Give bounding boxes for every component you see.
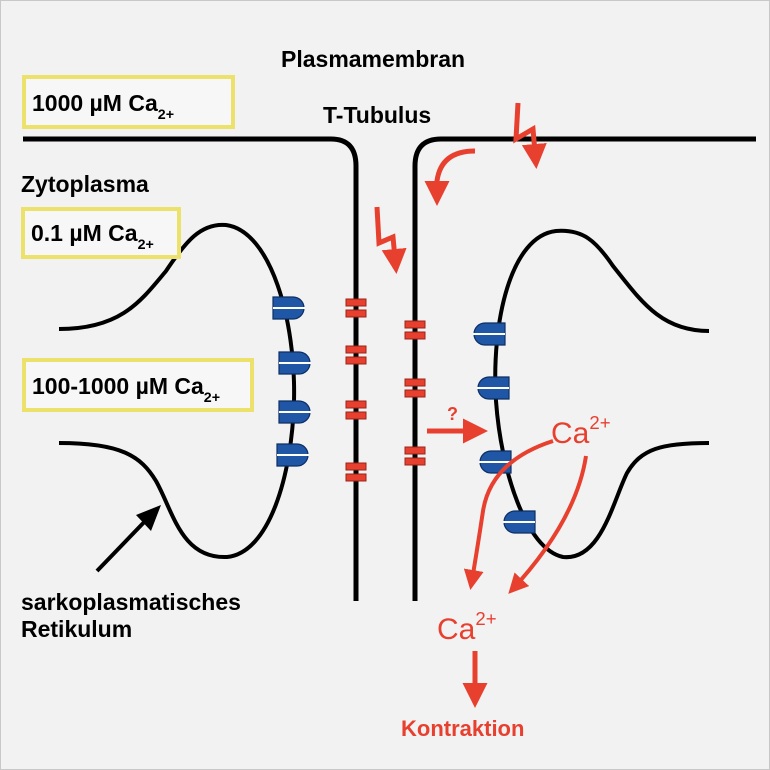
ion-charge: 2+ bbox=[589, 412, 611, 434]
box-value: 0.1 µM Ca bbox=[31, 220, 138, 246]
plasma-membrane-label: Plasmamembran bbox=[281, 46, 466, 72]
plasma-membrane-right bbox=[412, 136, 756, 601]
ion-symbol: Ca bbox=[551, 417, 590, 450]
dhp-receptor bbox=[404, 331, 426, 340]
ryanodine-receptor bbox=[272, 296, 305, 320]
dhp-receptor bbox=[345, 309, 367, 318]
dhp-receptor bbox=[345, 345, 367, 354]
dhp-receptor bbox=[404, 389, 426, 398]
dhp-receptor bbox=[345, 298, 367, 307]
dhp-receptor bbox=[345, 411, 367, 420]
ryanodine-receptor bbox=[278, 351, 311, 375]
box-value: 1000 µM Ca bbox=[32, 90, 158, 116]
sr-pointer-arrow bbox=[95, 513, 153, 573]
dhp-receptor bbox=[404, 320, 426, 329]
dhp-receptor bbox=[345, 356, 367, 365]
sr-membrane-right bbox=[493, 228, 710, 560]
ca-release-arrow-2 bbox=[508, 455, 588, 594]
action-potential-bolt-tubule bbox=[374, 206, 407, 274]
ion-charge: 2+ bbox=[475, 608, 497, 630]
ryanodine-receptor bbox=[503, 510, 536, 534]
cytoplasm-label: Zytoplasma bbox=[21, 171, 149, 197]
ryanodine-receptor bbox=[479, 450, 512, 474]
ryanodine-receptor bbox=[473, 322, 506, 346]
dhp-receptor bbox=[404, 446, 426, 455]
action-potential-bolt-surface bbox=[513, 102, 547, 169]
ryanodine-receptors-right bbox=[473, 322, 536, 534]
dhp-receptor bbox=[404, 457, 426, 466]
depolarisation-arrow bbox=[424, 148, 476, 206]
sr-pointer-arrowhead bbox=[136, 505, 161, 531]
contraction-label: Kontraktion bbox=[401, 716, 525, 741]
sr-label-line2: Retikulum bbox=[21, 616, 133, 642]
ryanodine-receptor bbox=[278, 400, 311, 424]
t-tubule-label: T-Tubulus bbox=[323, 102, 432, 128]
ion-symbol: Ca bbox=[437, 613, 476, 646]
sr-label-line1: sarkoplasmatisches bbox=[21, 589, 241, 615]
dhp-receptors-left bbox=[345, 298, 367, 482]
dhp-receptor bbox=[345, 473, 367, 482]
ca-release-arrow-1 bbox=[463, 439, 554, 590]
ryanodine-receptor bbox=[477, 376, 510, 400]
plasma-membrane-left bbox=[23, 136, 359, 601]
dhp-receptor bbox=[345, 400, 367, 409]
ryanodine-receptor bbox=[276, 443, 309, 467]
question-mark: ? bbox=[447, 404, 458, 424]
dhp-receptors-right bbox=[404, 320, 426, 466]
ryanodine-receptors-left bbox=[272, 296, 311, 467]
box-value: 100-1000 µM Ca bbox=[32, 373, 204, 399]
dhp-receptor bbox=[345, 462, 367, 471]
dhp-receptor bbox=[404, 378, 426, 387]
ca-ion-released: Ca2+ bbox=[551, 413, 611, 450]
ca-ion-cytosolic: Ca2+ bbox=[437, 609, 497, 646]
